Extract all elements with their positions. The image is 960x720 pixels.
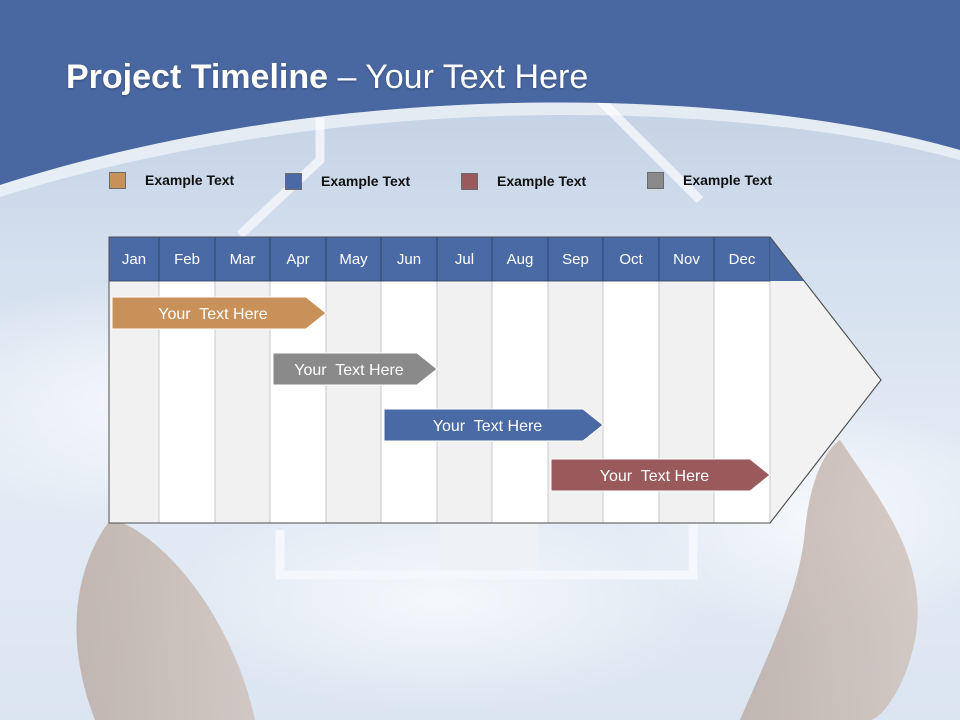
month-label-jun: Jun — [397, 251, 421, 268]
legend-swatch — [461, 172, 478, 190]
month-header-cell — [602, 236, 660, 282]
left-hand — [76, 520, 255, 720]
month-label-jan: Jan — [122, 251, 146, 268]
month-label-may: May — [339, 251, 368, 268]
task-bar-2[interactable] — [272, 352, 438, 386]
month-columns — [108, 280, 771, 524]
month-label-jul: Jul — [455, 251, 474, 268]
page-title: Project Timeline – Your Text Here — [66, 58, 588, 97]
task-bar-4[interactable] — [550, 458, 771, 492]
month-header: Jan Feb Mar Apr May Jun Jul Aug Sep Oct Nov Dec — [108, 236, 804, 282]
legend-label: Example Text — [683, 172, 773, 188]
task-label-2: Your Text Here — [294, 362, 404, 379]
month-column — [325, 280, 382, 524]
month-header-cell — [214, 236, 271, 282]
month-column — [491, 280, 549, 524]
month-label-sep: Sep — [562, 251, 589, 268]
page-title-rest: – Your Text Here — [328, 58, 589, 96]
month-label-apr: Apr — [286, 251, 309, 268]
legend-swatch — [647, 171, 664, 189]
month-label-nov: Nov — [673, 251, 700, 268]
legend-item-2: Example Text — [285, 171, 410, 191]
month-label-feb: Feb — [174, 251, 200, 268]
month-column — [380, 280, 438, 524]
title-band — [0, 0, 960, 185]
legend-item-4: Example Text — [647, 170, 772, 190]
month-column — [436, 280, 493, 524]
legend-label: Example Text — [321, 173, 411, 189]
task-label-4: Your Text Here — [600, 468, 710, 485]
month-header-cell — [713, 236, 771, 282]
month-header-cell — [491, 236, 549, 282]
legend-label: Example Text — [145, 172, 235, 188]
timeline-arrow-outline — [108, 236, 882, 524]
month-header-cell — [108, 236, 160, 282]
legend-item-3: Example Text — [461, 171, 586, 191]
task-label-1: Your Text Here — [158, 306, 268, 323]
legend-item-1: Example Text — [109, 170, 234, 190]
legend-swatch — [285, 172, 302, 190]
right-hand — [740, 440, 918, 720]
page-title-bold: Project Timeline — [66, 58, 329, 96]
month-label-oct: Oct — [619, 251, 643, 268]
legend-swatch — [109, 171, 126, 189]
legend-label: Example Text — [497, 173, 587, 189]
month-label-aug: Aug — [507, 251, 534, 268]
month-label-mar: Mar — [230, 251, 256, 268]
month-header-cell — [325, 236, 382, 282]
task-bar-3[interactable] — [383, 408, 604, 442]
month-label-dec: Dec — [729, 251, 756, 268]
task-bar-1[interactable] — [111, 296, 327, 330]
task-label-3: Your Text Here — [433, 418, 543, 435]
